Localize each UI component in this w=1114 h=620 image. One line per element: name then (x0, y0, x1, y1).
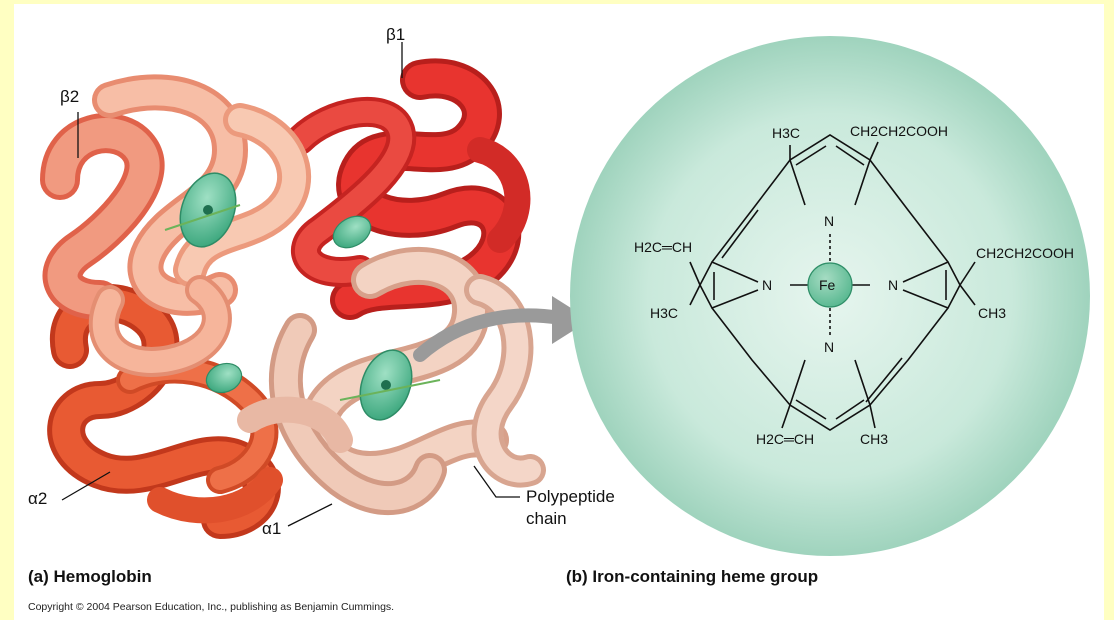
heme-disk-alpha1 (339, 349, 441, 421)
polypeptide-label-line2: chain (526, 509, 567, 528)
ch3-right-label: CH3 (978, 305, 1006, 321)
beta1-label: β1 (386, 25, 405, 44)
hemoglobin-illustration: β1 β2 α2 α1 Polypeptide chain (28, 25, 615, 539)
alpha1-leader (287, 503, 333, 527)
heme-disk-beta2 (164, 172, 241, 248)
alpha2-label: α2 (28, 489, 47, 508)
polypeptide-label-line1: Polypeptide (526, 487, 615, 506)
figure-svg: β1 β2 α2 α1 Polypeptide chain (28, 25, 1090, 613)
beta2-label: β2 (60, 87, 79, 106)
n-top-label: N (824, 213, 834, 229)
iron-atom (807, 262, 853, 308)
h2c-ch-bottom-label: H2C═CH (756, 431, 814, 447)
ch2ch2cooh-right-label: CH2CH2COOH (976, 245, 1074, 261)
n-right-label: N (888, 277, 898, 293)
copyright-notice: Copyright © 2004 Pearson Education, Inc.… (28, 601, 394, 613)
porphyrin-bonds (689, 134, 976, 431)
alpha2-subunit (47, 284, 283, 539)
figure-panel: β1 β2 α2 α1 Polypeptide chain (14, 4, 1104, 620)
n-left-label: N (762, 277, 772, 293)
caption-hemoglobin: (a) Hemoglobin (28, 567, 152, 586)
ch3-bottom-label: CH3 (860, 431, 888, 447)
heme-disk-alpha2 (205, 362, 243, 394)
pointer-arrowhead (552, 296, 590, 344)
h3c-left-label: H3C (650, 305, 678, 321)
polypeptide-leader (473, 465, 520, 498)
alpha2-leader (61, 471, 111, 501)
caption-heme-group: (b) Iron-containing heme group (566, 567, 818, 586)
ch2ch2cooh-top-label: CH2CH2COOH (850, 123, 948, 139)
h2c-ch-left-label: H2C═CH (634, 239, 692, 255)
pointer-arrow (413, 308, 567, 362)
heme-group-diagram: Fe N N N N H3C CH2CH2COOH H2C═CH H3C CH2… (570, 36, 1090, 556)
fe-label: Fe (819, 277, 836, 293)
h3c-top-label: H3C (772, 125, 800, 141)
alpha1-label: α1 (262, 519, 281, 538)
n-bottom-label: N (824, 339, 834, 355)
heme-disk-beta1 (332, 215, 372, 249)
beta2-subunit (40, 74, 312, 377)
